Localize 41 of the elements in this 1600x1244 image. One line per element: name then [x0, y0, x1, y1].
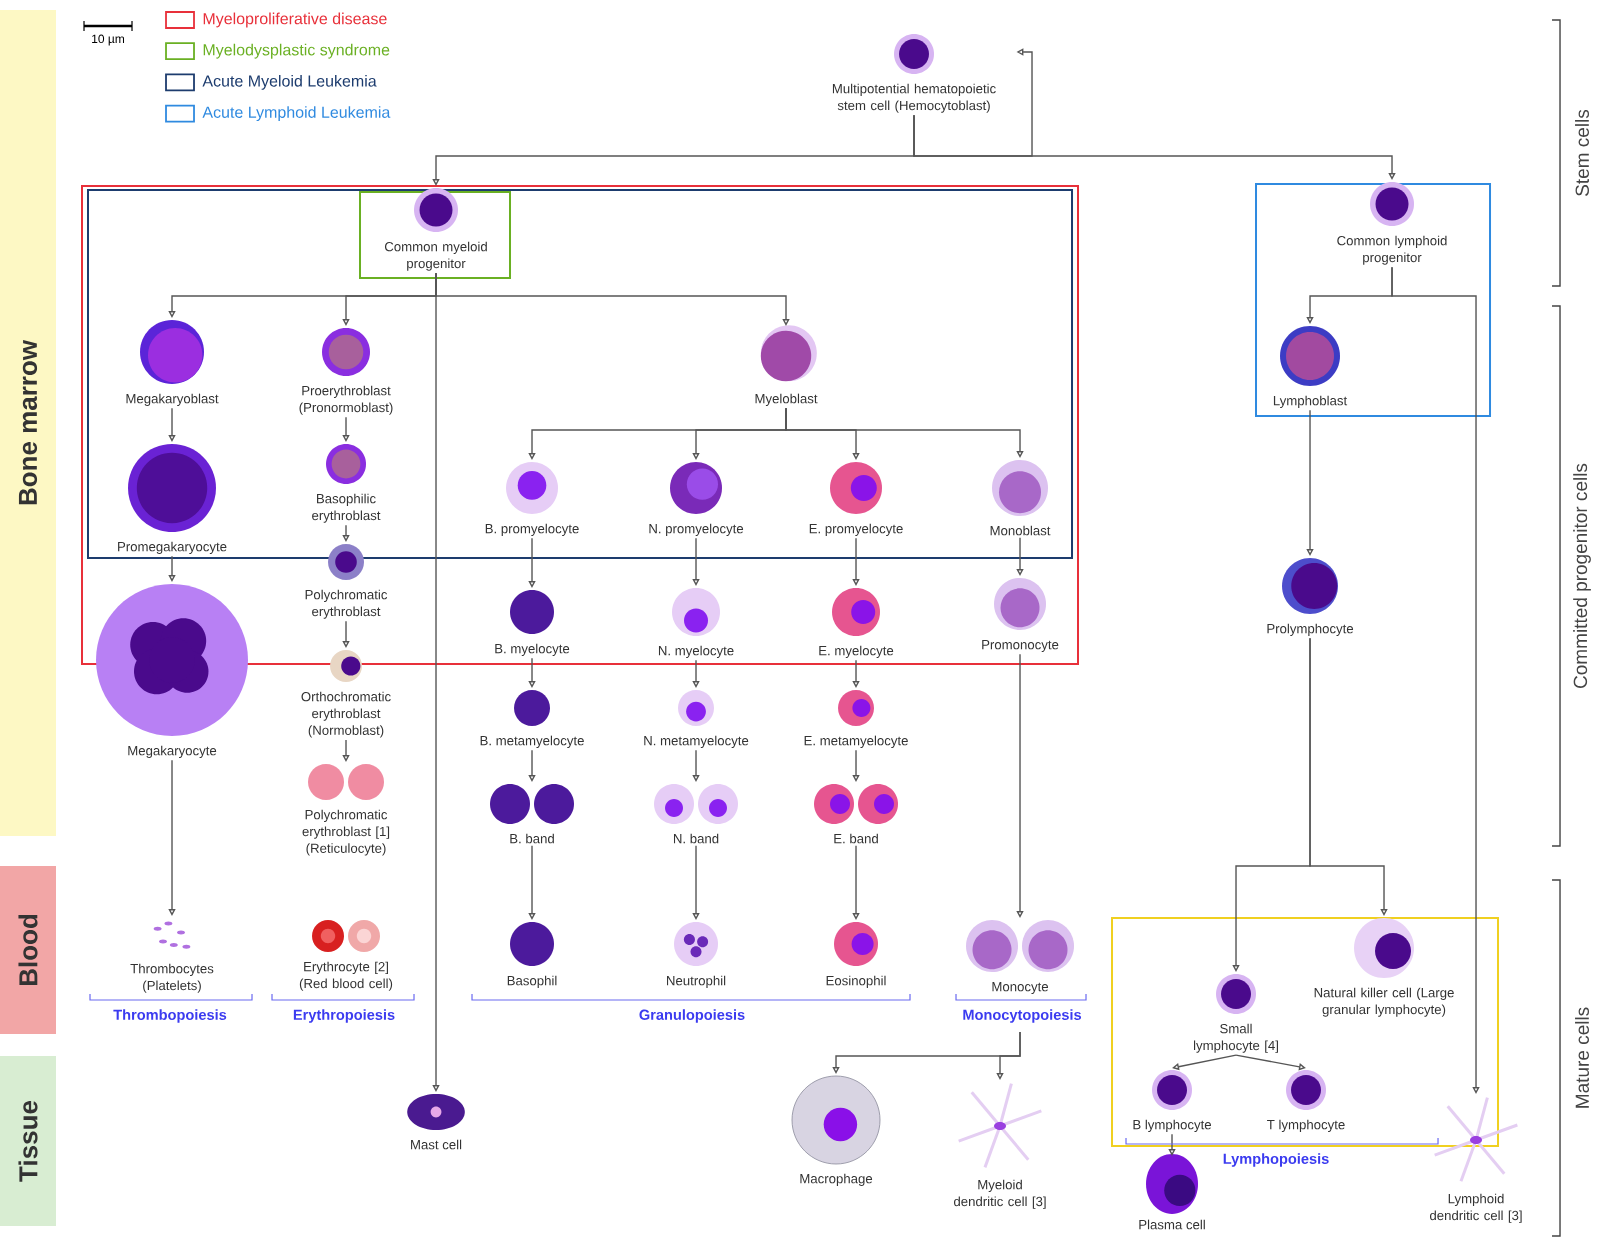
arrow [1172, 1054, 1237, 1071]
legend-label: Myeloproliferative disease [203, 12, 387, 28]
arrow [1235, 1054, 1306, 1071]
region-band: Blood [0, 866, 56, 1034]
arrow [852, 659, 860, 688]
stage-label: Committed progenitor cells [1573, 463, 1591, 689]
arrow [692, 845, 700, 920]
arrow [1306, 409, 1314, 556]
arrow [852, 845, 860, 920]
arrow [692, 659, 700, 688]
arrow [342, 620, 350, 648]
arrow [528, 657, 536, 688]
arrow [528, 845, 536, 920]
arrow [785, 407, 1024, 458]
legend-label: Myelodysplastic syndrome [203, 43, 390, 59]
arrow [528, 537, 536, 588]
arrow [432, 272, 440, 1092]
arrow [528, 749, 536, 782]
arrow [1309, 637, 1388, 916]
stage-label: Stem cells [1575, 109, 1589, 196]
legend-label: Acute Lymphoid Leukemia [202, 106, 391, 122]
arrow [342, 739, 350, 762]
arrow [342, 416, 350, 442]
arrow [913, 114, 1396, 180]
arrow [1168, 1133, 1176, 1156]
arrow [692, 537, 700, 586]
arrow [1016, 537, 1024, 576]
arrow [1016, 653, 1024, 918]
region-band: Tissue [0, 1056, 56, 1226]
arrow [852, 537, 860, 586]
stage-label: Mature cells [1575, 1007, 1589, 1108]
arrow [852, 749, 860, 782]
arrow [168, 555, 176, 582]
arrow [168, 407, 176, 442]
arrow [168, 759, 176, 916]
arrow [1391, 266, 1480, 1094]
region-band: Bone marrow [0, 10, 56, 836]
legend-label: Acute Myeloid Leukemia [202, 74, 377, 90]
arrow [342, 524, 350, 542]
arrow [996, 1031, 1021, 1080]
arrow [692, 749, 700, 782]
